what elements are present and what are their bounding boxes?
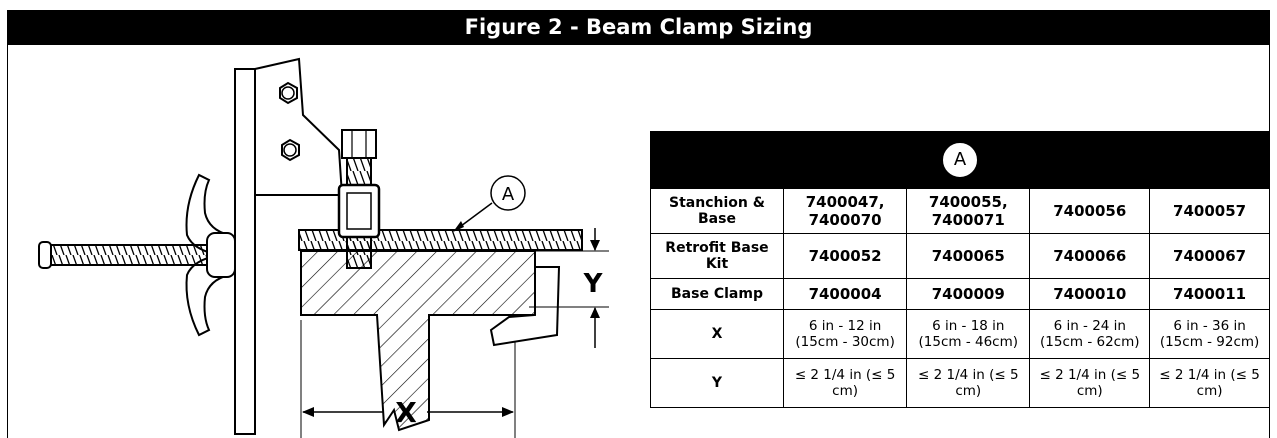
dimension-x: X: [300, 320, 516, 438]
row-label: X: [650, 309, 784, 359]
clamp-bolt: [337, 129, 381, 269]
table-cell: 7400047, 7400070: [782, 188, 908, 234]
beam-clamp-drawing: A Y X: [38, 57, 609, 438]
row-label: Y: [650, 358, 784, 408]
table-row: Retrofit Base Kit 7400052 7400065 740006…: [650, 233, 1270, 279]
dimension-y-label: Y: [583, 269, 604, 299]
table-cell: 6 in - 36 in (15cm - 92cm): [1149, 309, 1270, 359]
left-threaded-rod: [38, 241, 208, 269]
table-row: X 6 in - 12 in (15cm - 30cm) 6 in - 18 i…: [650, 309, 1270, 359]
table-cell: 7400066: [1029, 233, 1151, 279]
table-header: A: [650, 131, 1270, 189]
dimension-y: Y: [529, 228, 609, 348]
table-cell: ≤ 2 1/4 in (≤ 5 cm): [782, 358, 908, 408]
table-cell: 7400056: [1029, 188, 1151, 234]
table-cell: ≤ 2 1/4 in (≤ 5 cm): [906, 358, 1031, 408]
callout-a-label: A: [502, 184, 515, 205]
hex-bolt-upper: [279, 81, 298, 105]
table-cell: 7400067: [1149, 233, 1270, 279]
figure-frame: [7, 10, 1270, 438]
dimension-x-label: X: [395, 396, 417, 429]
table-row: Base Clamp 7400004 7400009 7400010 74000…: [650, 278, 1270, 310]
table-cell: 6 in - 18 in (15cm - 46cm): [906, 309, 1031, 359]
table-cell: ≤ 2 1/4 in (≤ 5 cm): [1149, 358, 1270, 408]
table-cell: 7400057: [1149, 188, 1270, 234]
figure-title: Figure 2 - Beam Clamp Sizing: [7, 10, 1270, 45]
table-cell: 6 in - 24 in (15cm - 62cm): [1029, 309, 1151, 359]
beam-clamp-table: A Stanchion & Base 7400047, 7400070 7400…: [650, 131, 1270, 408]
table-cell: 7400004: [782, 278, 908, 310]
table-row: Y ≤ 2 1/4 in (≤ 5 cm) ≤ 2 1/4 in (≤ 5 cm…: [650, 358, 1270, 408]
stanchion-plate: [234, 57, 344, 435]
table-cell: 7400052: [782, 233, 908, 279]
hex-bolt-lower: [281, 138, 300, 162]
table-row: Stanchion & Base 7400047, 7400070 740005…: [650, 188, 1270, 234]
row-label: Base Clamp: [650, 278, 784, 310]
beam-section: [300, 250, 561, 432]
table-cell: 7400011: [1149, 278, 1270, 310]
callout-a: A: [453, 175, 526, 232]
table-cell: 7400009: [906, 278, 1031, 310]
table-callout-a: A: [942, 142, 978, 178]
table-cell: 7400065: [906, 233, 1031, 279]
wing-handle: [185, 173, 236, 337]
table-cell: 7400055, 7400071: [906, 188, 1031, 234]
table-cell: 7400010: [1029, 278, 1151, 310]
table-cell: 6 in - 12 in (15cm - 30cm): [782, 309, 908, 359]
row-label: Stanchion & Base: [650, 188, 784, 234]
row-label: Retrofit Base Kit: [650, 233, 784, 279]
table-cell: ≤ 2 1/4 in (≤ 5 cm): [1029, 358, 1151, 408]
